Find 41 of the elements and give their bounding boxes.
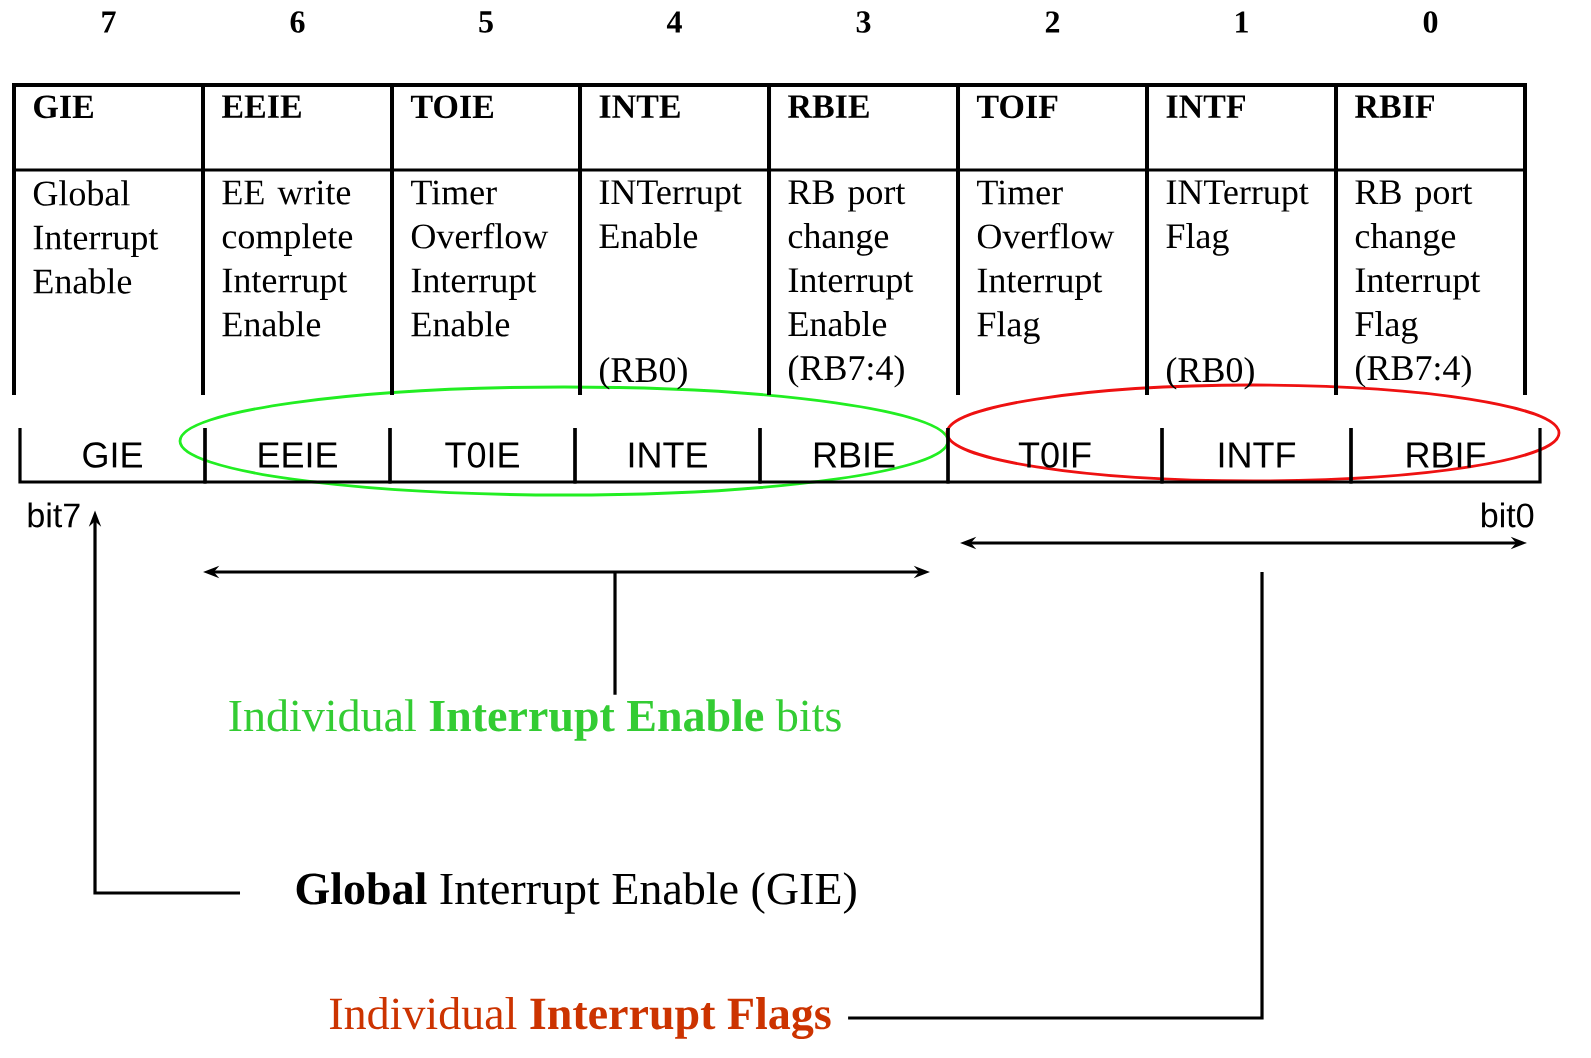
bit-description: RB port change Interrupt Flag (RB7:4): [1355, 180, 1481, 388]
bit-description: RB port change Interrupt Enable (RB7:4): [788, 180, 914, 388]
bit-number: 5: [479, 11, 493, 33]
bit-number: 7: [102, 11, 116, 33]
register-cell: INTF: [1160, 428, 1353, 484]
caption-text: Individual Interrupt Flags: [329, 996, 831, 1040]
bit-description: Timer Overflow Interrupt Flag: [977, 180, 1115, 344]
bit-description: INTerrupt Enable: [599, 180, 742, 249]
register-cell: RBIF: [1349, 428, 1542, 484]
register-column: [1334, 83, 1527, 395]
leader-line: [613, 572, 617, 695]
bit-name: TOIF: [976, 95, 1058, 119]
bit-number: 6: [290, 11, 305, 33]
register-cell: T0IE: [388, 428, 577, 484]
bit-description: INTerrupt Flag: [1166, 180, 1309, 256]
bit-description: EE write complete Interrupt Enable: [222, 180, 353, 337]
bit-description: (RB0): [1167, 356, 1254, 390]
register-cell: RBIE: [758, 428, 950, 484]
register-cell: T0IF: [946, 428, 1164, 484]
bit-number: 3: [856, 11, 871, 33]
bit-name: RBIE: [788, 95, 869, 118]
bit-label: bit7: [28, 502, 80, 528]
register-cell: GIE: [18, 428, 207, 484]
leader-line: [848, 572, 1264, 1020]
bit-number: 2: [1045, 11, 1060, 33]
register-cell: INTE: [573, 428, 762, 484]
bit-name: RBIF: [1355, 95, 1434, 118]
bit-number: 1: [1236, 11, 1248, 33]
bit-description: Global Interrupt Enable: [33, 180, 159, 294]
bit-description: Timer Overflow Interrupt Enable: [411, 180, 549, 337]
bit-number: 4: [666, 11, 682, 33]
bit-name: TOIE: [410, 95, 494, 119]
bit-name: EEIE: [222, 95, 301, 118]
bit-name: INTE: [599, 95, 680, 118]
caption-text: Global Interrupt Enable (GIE): [296, 872, 856, 914]
register-cell: EEIE: [203, 428, 392, 484]
caption-text: Individual Interrupt Enable bits: [229, 699, 841, 741]
bit-number: 0: [1423, 11, 1438, 33]
bit-name: GIE: [34, 95, 93, 119]
bit-name: INTF: [1166, 95, 1245, 118]
bit-description: (RB0): [600, 356, 687, 390]
